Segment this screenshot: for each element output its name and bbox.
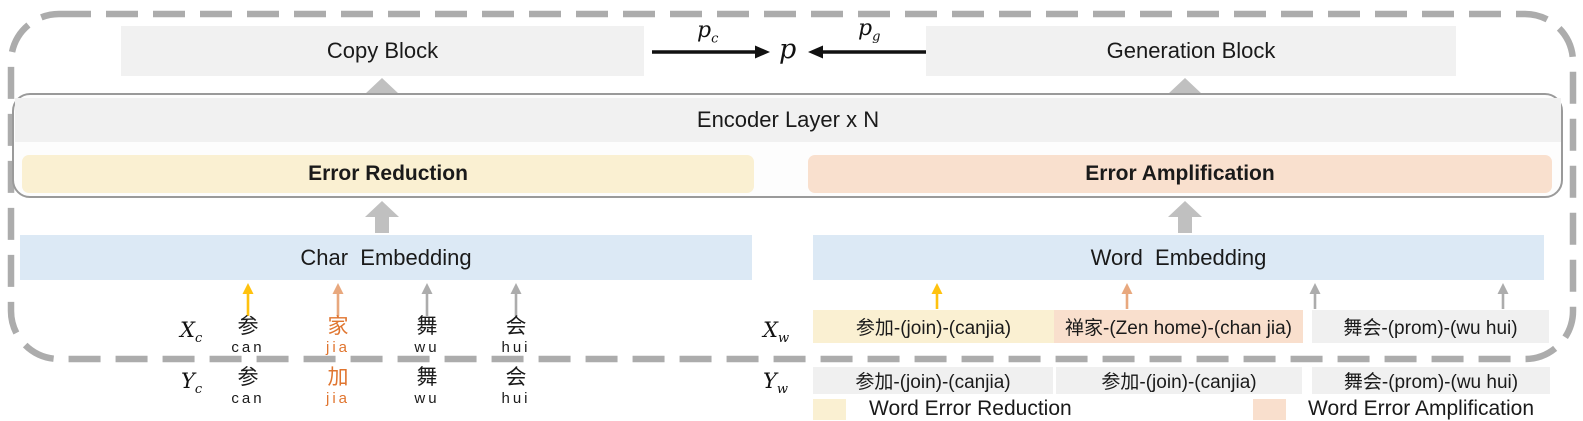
char-arrow-jia-orange-icon <box>332 283 344 316</box>
xc-char-3: 舞 wu <box>414 315 440 357</box>
error-amplification-block: Error Amplification <box>808 155 1552 193</box>
copy-block: Copy Block <box>121 26 644 76</box>
error-amplification-label: Error Amplification <box>1085 162 1275 185</box>
error-reduction-label: Error Reduction <box>308 162 468 185</box>
legend-reduction-swatch <box>813 399 846 420</box>
word-arrow-amplification-orange-icon <box>1121 283 1133 309</box>
xw-label: Xw <box>763 318 790 347</box>
xc-char-4: 会 hui <box>501 315 531 357</box>
encoder-layer-label: Encoder Layer x N <box>696 107 880 132</box>
up-arrow-char-embedding-icon <box>365 201 399 233</box>
word-arrow-plain-gray-1-icon <box>1309 283 1321 309</box>
legend-amplification-label: Word Error Amplification <box>1308 397 1535 420</box>
yc-char-2-corrected: 加 jia <box>325 366 350 408</box>
legend-amplification-swatch <box>1253 399 1286 420</box>
pg-arrow-icon <box>808 45 928 59</box>
char-arrow-wu-gray-icon <box>421 283 433 316</box>
up-arrow-word-embedding-icon <box>1168 201 1202 233</box>
xw-segment-plain: 舞会-(prom)-(wu hui) <box>1312 310 1549 343</box>
encoder-layer-block: Encoder Layer x N <box>15 98 1561 142</box>
xc-char-2-error: 家 jia <box>325 315 350 357</box>
char-arrow-hui-gray-icon <box>510 283 522 316</box>
word-embedding-label: Word Embedding <box>1090 244 1267 270</box>
pc-label: pc <box>697 18 719 47</box>
copy-block-label: Copy Block <box>326 38 439 63</box>
pc-arrow-icon <box>652 45 770 59</box>
yw-segment-1: 参加-(join)-(canjia) <box>813 367 1053 394</box>
word-embedding-block: Word Embedding <box>813 235 1544 280</box>
xw-segment-reduction: 参加-(join)-(canjia) <box>813 310 1054 343</box>
yw-segment-2: 参加-(join)-(canjia) <box>1056 367 1302 394</box>
yc-char-3: 舞 wu <box>414 366 440 408</box>
char-embedding-label: Char Embedding <box>300 244 472 270</box>
generation-block: Generation Block <box>926 26 1456 76</box>
pg-label: pg <box>858 16 881 45</box>
char-embedding-block: Char Embedding <box>20 235 752 280</box>
xc-char-1: 参 can <box>231 315 265 357</box>
word-arrow-plain-gray-2-icon <box>1497 283 1509 309</box>
xc-label: Xc <box>180 318 203 347</box>
yc-label: Yc <box>181 369 203 398</box>
yc-char-1: 参 can <box>231 366 265 408</box>
xw-segment-amplification: 禅家-(Zen home)-(chan jia) <box>1054 310 1303 343</box>
yc-char-4: 会 hui <box>501 366 531 408</box>
yw-label: Yw <box>763 369 789 398</box>
error-reduction-block: Error Reduction <box>22 155 754 193</box>
word-arrow-reduction-yellow-icon <box>931 283 943 309</box>
p-label: p <box>779 34 797 65</box>
generation-block-label: Generation Block <box>1106 38 1276 63</box>
legend-reduction-label: Word Error Reduction <box>869 397 1072 420</box>
char-arrow-can-yellow-icon <box>242 283 254 316</box>
yw-segment-3: 舞会-(prom)-(wu hui) <box>1312 367 1550 394</box>
